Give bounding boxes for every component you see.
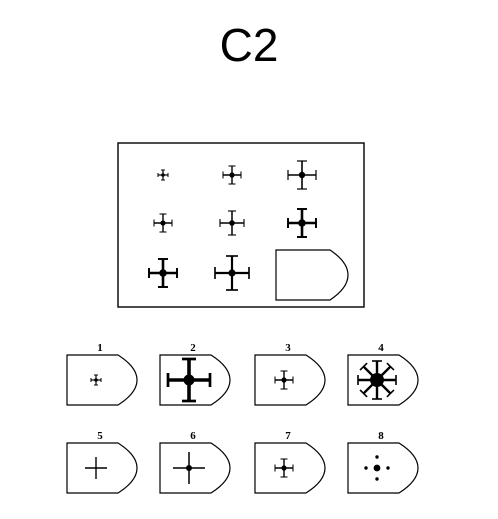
option-2[interactable]: 2 [159, 342, 231, 406]
option-number: 6 [190, 430, 196, 442]
matrix-cell-3-1 [148, 258, 178, 288]
option-number: 7 [285, 430, 291, 442]
option-frame [254, 442, 326, 494]
option-figure [274, 370, 294, 390]
option-8[interactable]: 8 [347, 430, 419, 494]
option-figure [166, 357, 212, 403]
matrix-cell-2-1 [153, 213, 173, 233]
option-number: 5 [97, 430, 103, 442]
answer-slot[interactable] [275, 249, 349, 301]
option-5[interactable]: 5 [66, 430, 138, 494]
option-number: 8 [378, 430, 384, 442]
option-frame [159, 442, 231, 494]
option-figure [85, 457, 107, 479]
matrix-cell-2-3 [287, 208, 317, 238]
answer-options: 1 2 3 4 5 6 7 8 [66, 342, 419, 494]
option-frame [347, 442, 419, 494]
option-7[interactable]: 7 [254, 430, 326, 494]
option-number: 2 [190, 342, 196, 354]
option-number: 4 [378, 342, 384, 354]
option-number: 3 [285, 342, 291, 354]
option-frame [254, 354, 326, 406]
option-3[interactable]: 3 [254, 342, 326, 406]
matrix-frame [117, 142, 365, 308]
option-frame [66, 354, 138, 406]
option-figure [364, 455, 390, 481]
option-4[interactable]: 4 [347, 342, 419, 406]
option-frame [347, 354, 419, 406]
option-number: 1 [97, 342, 103, 354]
option-6[interactable]: 6 [159, 430, 231, 494]
puzzle-title: C2 [219, 19, 279, 71]
option-frame [159, 354, 231, 406]
matrix-cell-1-1 [157, 169, 169, 181]
matrix-cell-2-2 [219, 210, 245, 236]
option-figure [90, 374, 102, 386]
option-figure [274, 458, 294, 478]
option-figure [173, 452, 205, 484]
matrix-cell-3-2 [214, 255, 250, 291]
matrix-cell-1-2 [222, 165, 242, 185]
option-1[interactable]: 1 [66, 342, 138, 406]
option-figure [357, 360, 397, 400]
matrix-cells [148, 160, 317, 291]
matrix-cell-1-3 [287, 160, 317, 190]
option-frame [66, 442, 138, 494]
